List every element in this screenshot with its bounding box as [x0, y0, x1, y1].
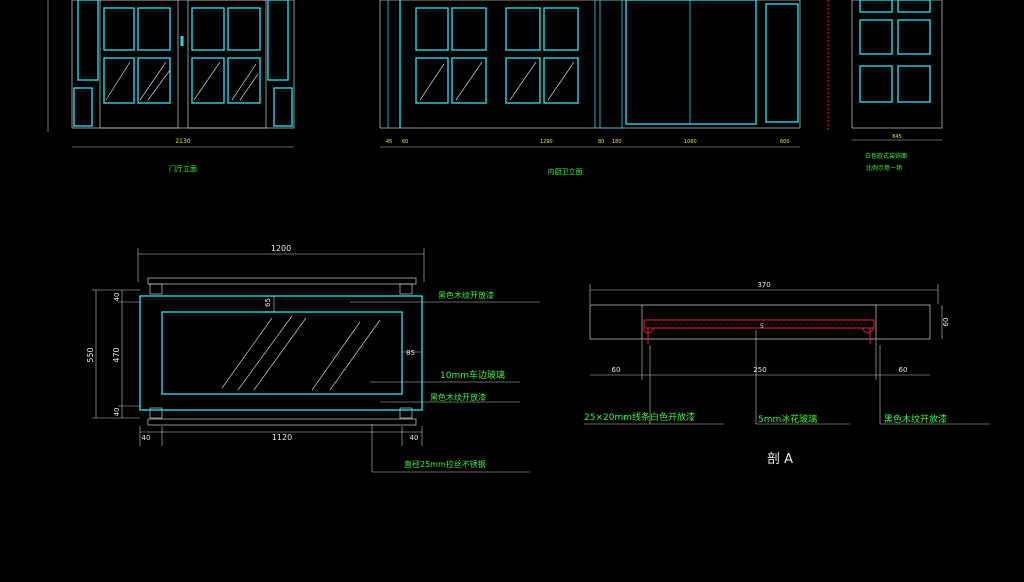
note-rail: 直径25mm拉丝不锈钢: [404, 459, 486, 469]
glass-panel: [161, 311, 403, 395]
door-leaf-left: [99, 0, 179, 129]
note-frame-top: 黑色木纹开放漆: [438, 290, 494, 300]
dim-left-height: 550: [86, 347, 95, 362]
dim-section-height: 60: [942, 318, 950, 327]
door-leaf-mid-left: [415, 7, 487, 104]
sliding-door: [625, 0, 757, 125]
door-frame-outline: [71, 0, 295, 129]
pilaster-left: [77, 0, 99, 81]
section-title: 剖 A: [767, 452, 793, 467]
panel-left: [73, 87, 93, 127]
note-glass: 10mm车边玻璃: [440, 369, 505, 381]
dim-top-margin: 40: [113, 293, 121, 302]
dim-width-left: 2130: [175, 138, 190, 145]
rail-top: [147, 277, 417, 285]
side-panel: [765, 3, 799, 123]
dim-mid-3: 80: [598, 139, 604, 145]
caption-middle-elevation: 内厨卫立面: [548, 167, 583, 176]
caption-right-line2: 比例示意一场: [866, 164, 902, 172]
dim-side-right: 40: [410, 434, 419, 442]
dim-mid-6: 600: [780, 139, 790, 145]
dim-section-middle: 250: [753, 366, 766, 374]
section-block-left: [589, 304, 643, 340]
front-view: 1200 550 470 40 40 65 85: [86, 244, 540, 473]
note-section-right: 黑色木纹开放漆: [884, 413, 947, 425]
dim-section-width: 370: [757, 281, 770, 289]
glass-reflection-lines: [221, 315, 381, 391]
note-frame-bottom: 黑色木纹开放漆: [430, 392, 486, 402]
dim-mid-4: 180: [612, 139, 622, 145]
dim-bottom-width: 1120: [272, 433, 292, 442]
section-block-right: [875, 304, 931, 340]
door-leaf-right: [187, 0, 267, 129]
glass-section: [643, 319, 875, 329]
pilaster-right: [267, 0, 289, 81]
section-a: 370 60 5 60 250 60 25×20mm线条白色开放漆 5mm冰花玻…: [584, 281, 990, 467]
panel-right: [273, 87, 293, 127]
elevation-outline: [379, 0, 801, 129]
dim-width-right: 845: [892, 134, 902, 140]
dim-inset-top: 65: [264, 298, 272, 307]
outer-frame: [139, 295, 423, 411]
dim-inset-right: 85: [406, 349, 415, 357]
caption-right-line1: 白色欧式装饰面: [865, 152, 907, 160]
dim-top-width: 1200: [271, 244, 291, 253]
door-leaf-mid-right: [505, 7, 579, 104]
elevation-left: 2130 门厅立面: [47, 0, 295, 173]
elevation-middle: 45 60 1290 80 180 1060 600 内厨卫立面: [379, 0, 801, 176]
dim-section-right: 60: [899, 366, 908, 374]
dim-section-left: 60: [612, 366, 621, 374]
elevation-right: 845 白色欧式装饰面 比例示意一场: [827, 0, 943, 172]
note-section-mid: 5mm冰花玻璃: [758, 413, 817, 425]
dim-side-left: 40: [142, 434, 151, 442]
dim-mid-5: 1060: [684, 139, 697, 145]
caption-left-elevation: 门厅立面: [169, 164, 197, 173]
dim-inner-height: 470: [112, 347, 121, 362]
note-section-left: 25×20mm线条白色开放漆: [584, 411, 695, 423]
rail-bottom: [147, 418, 417, 426]
dim-mid-0: 45: [386, 139, 392, 145]
dim-small: 5: [760, 323, 764, 330]
dim-bottom-margin: 40: [113, 408, 121, 417]
dim-mid-1: 60: [402, 139, 408, 145]
dim-mid-2: 1290: [540, 139, 553, 145]
